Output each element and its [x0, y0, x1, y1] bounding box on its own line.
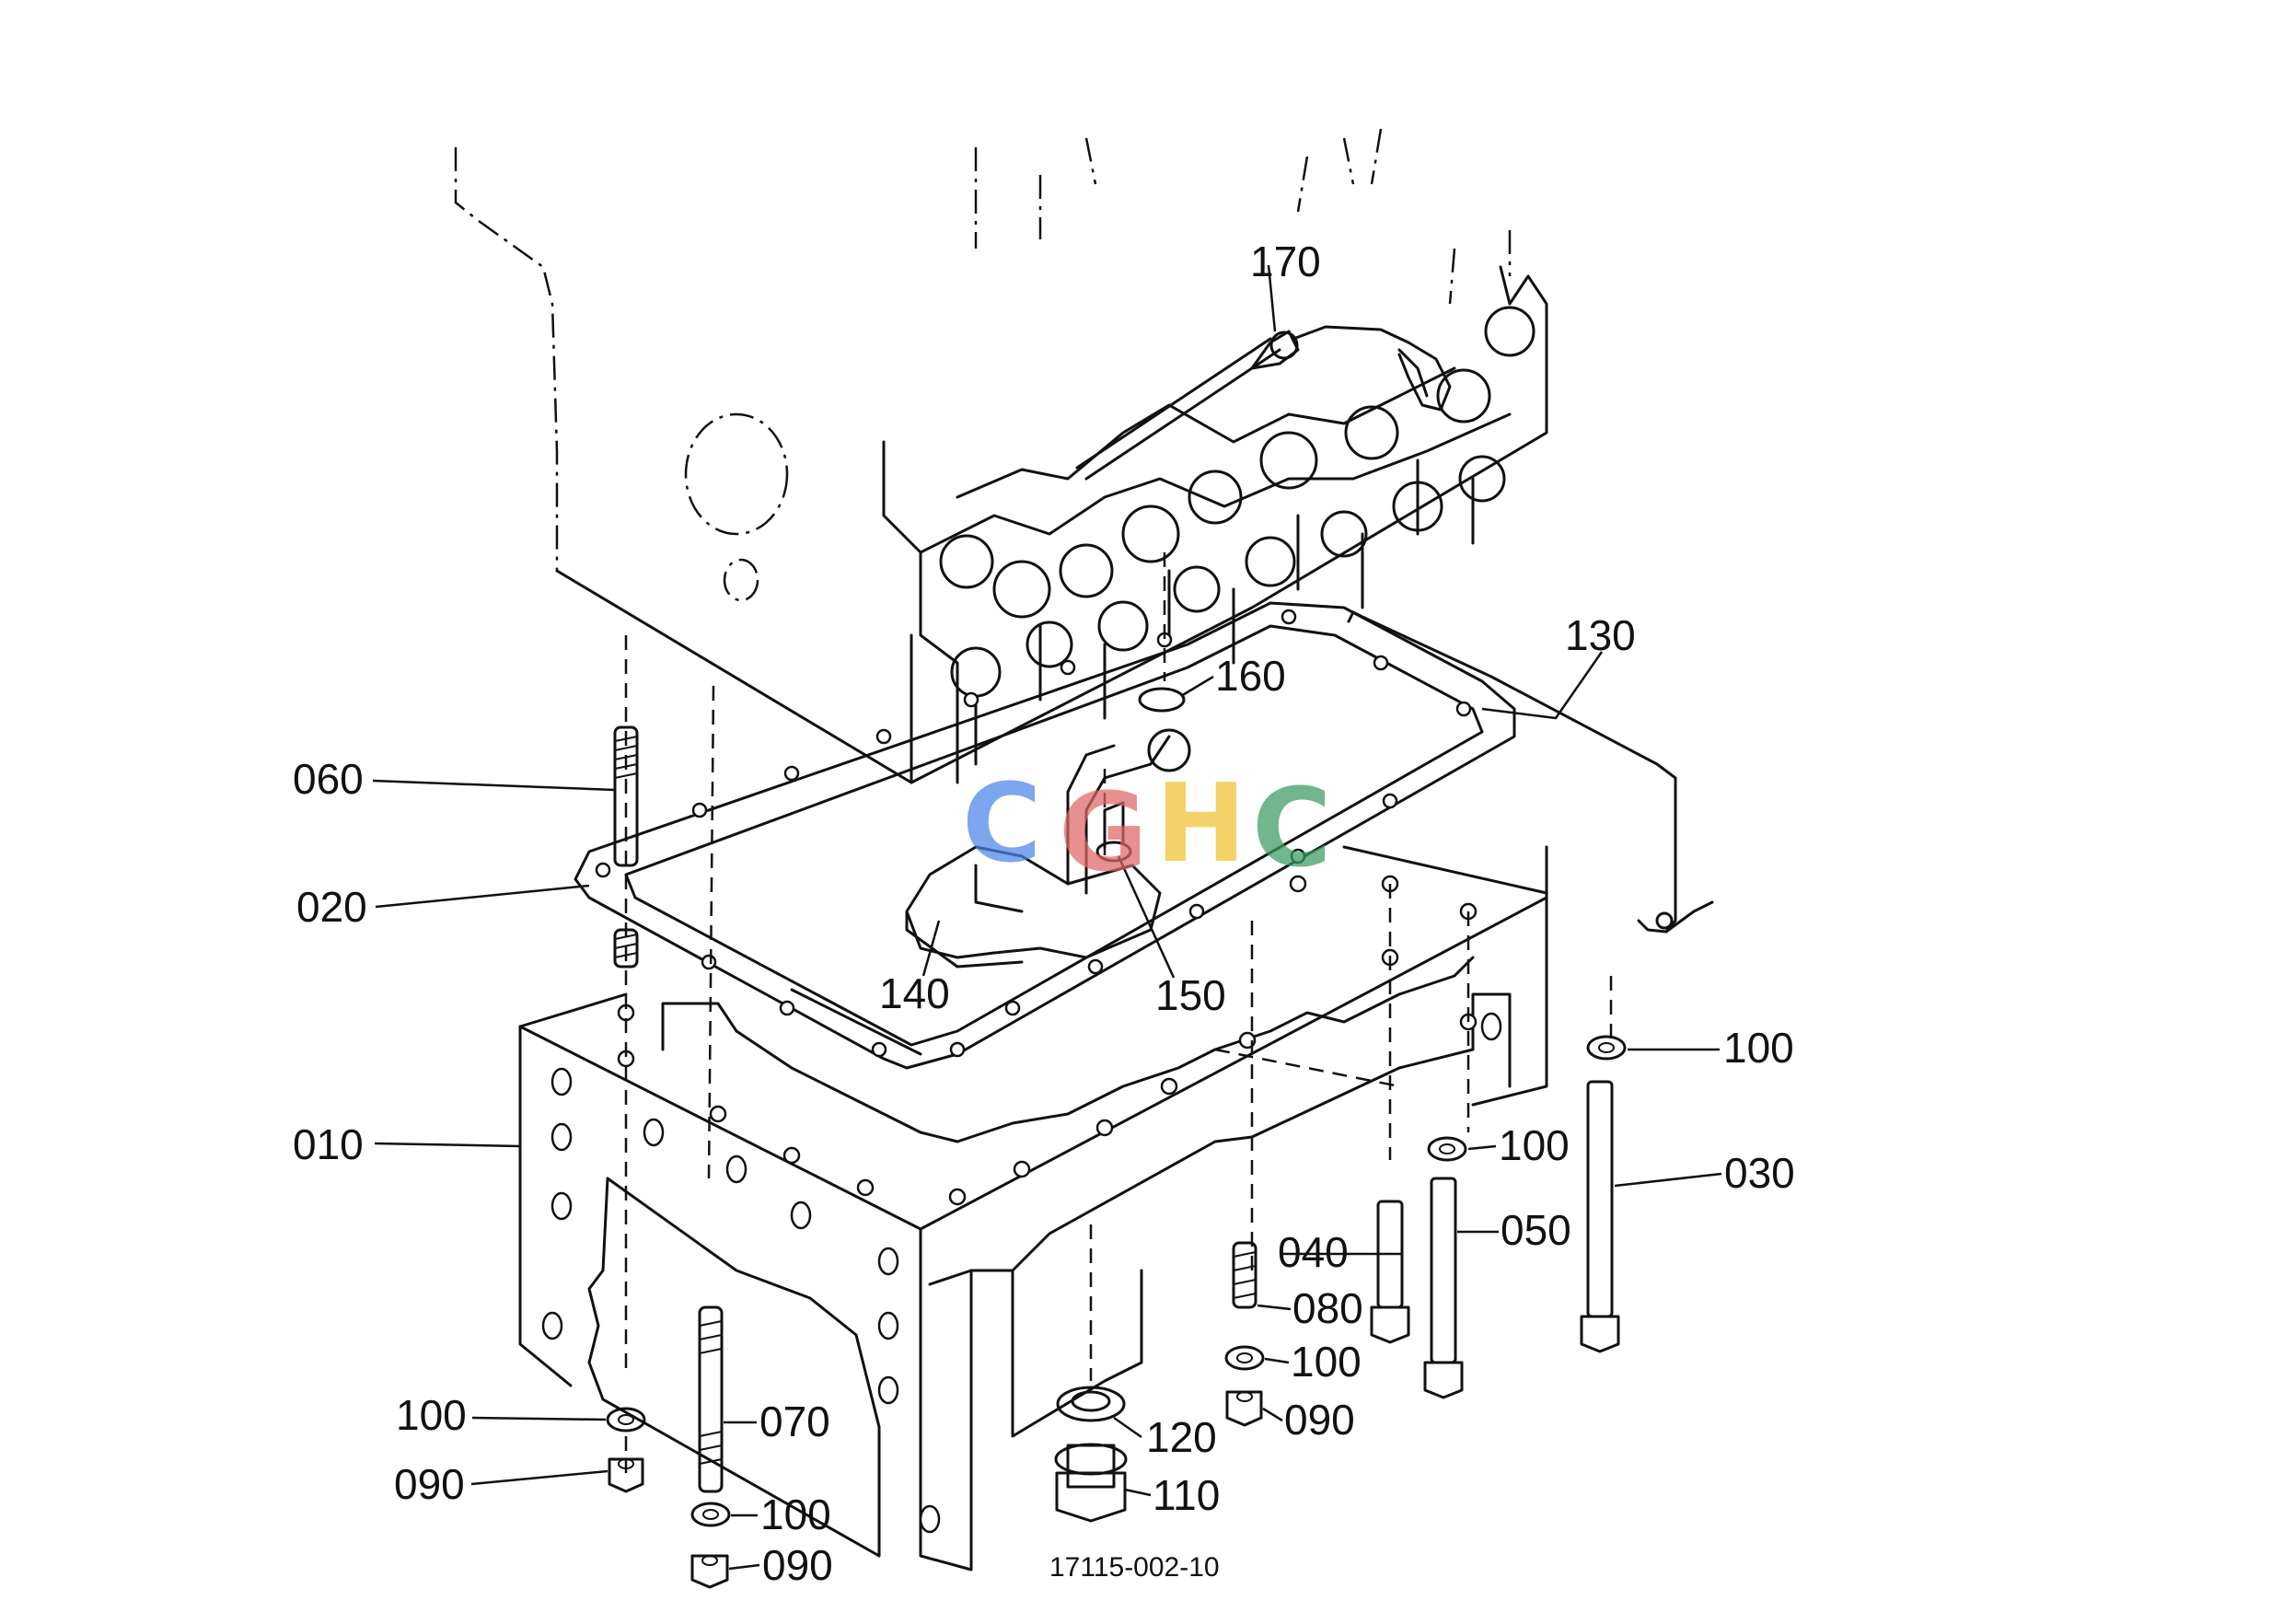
valve-bosses: [939, 306, 1536, 698]
stud-080: [1232, 1241, 1257, 1309]
figure-reference: 17115-002-10: [1049, 1552, 1220, 1583]
bolt-050: [1423, 1177, 1464, 1399]
callout-060: 060: [293, 755, 364, 803]
callout-100-right-top: 100: [1723, 1024, 1794, 1072]
callout-030: 030: [1724, 1149, 1795, 1197]
bolt-030: [1580, 1080, 1620, 1353]
callout-160: 160: [1215, 652, 1286, 700]
gasket-holes: [595, 609, 1472, 1058]
callout-090-left: 090: [394, 1460, 465, 1508]
callout-100-right-mid: 100: [1499, 1121, 1570, 1169]
callout-090-right: 090: [1284, 1396, 1355, 1444]
callout-050: 050: [1501, 1206, 1571, 1254]
watermark-letter: G: [1059, 769, 1148, 896]
gasket-120: [1056, 1386, 1126, 1422]
stud-070: [698, 1305, 724, 1493]
stud-060: [613, 725, 639, 969]
leader-lines: [372, 264, 1722, 1571]
engine-block: [454, 128, 1548, 784]
callout-170: 170: [1250, 238, 1321, 285]
oil-pan-holes: [541, 875, 1502, 1534]
callout-010: 010: [293, 1120, 364, 1168]
nuts-090: [608, 1390, 1263, 1589]
callout-120: 120: [1146, 1413, 1217, 1461]
callout-090-bottom: 090: [762, 1541, 833, 1589]
oil-pan: [518, 845, 1548, 1572]
bolt-040: [1370, 1200, 1410, 1344]
watermark-letter: C: [962, 760, 1042, 887]
callout-020: 020: [296, 883, 367, 931]
watermark: C G H C: [962, 760, 1332, 896]
callout-100-bottom: 100: [760, 1491, 831, 1538]
callout-130: 130: [1565, 611, 1636, 659]
callout-040: 040: [1278, 1228, 1349, 1276]
adapter-plate: [1347, 610, 1714, 934]
callout-140: 140: [879, 969, 950, 1017]
callout-070: 070: [759, 1398, 830, 1445]
watermark-letter: H: [1155, 760, 1246, 887]
oil-pan-gasket: [574, 601, 1516, 1070]
callout-110: 110: [1153, 1471, 1220, 1519]
callout-150: 150: [1155, 971, 1226, 1019]
callout-labels: 060 020 010 170 130 160 140 150 100 100 …: [293, 238, 1795, 1589]
drain-plug-110: [1054, 1443, 1128, 1523]
callout-100-mid: 100: [1291, 1338, 1362, 1386]
callout-080: 080: [1292, 1284, 1363, 1332]
assembly-centerlines: [624, 552, 1613, 1473]
dipstick: [1075, 325, 1452, 481]
callout-100-left: 100: [396, 1391, 467, 1439]
watermark-letter: C: [1252, 764, 1332, 891]
washers-100: [606, 1035, 1627, 1527]
